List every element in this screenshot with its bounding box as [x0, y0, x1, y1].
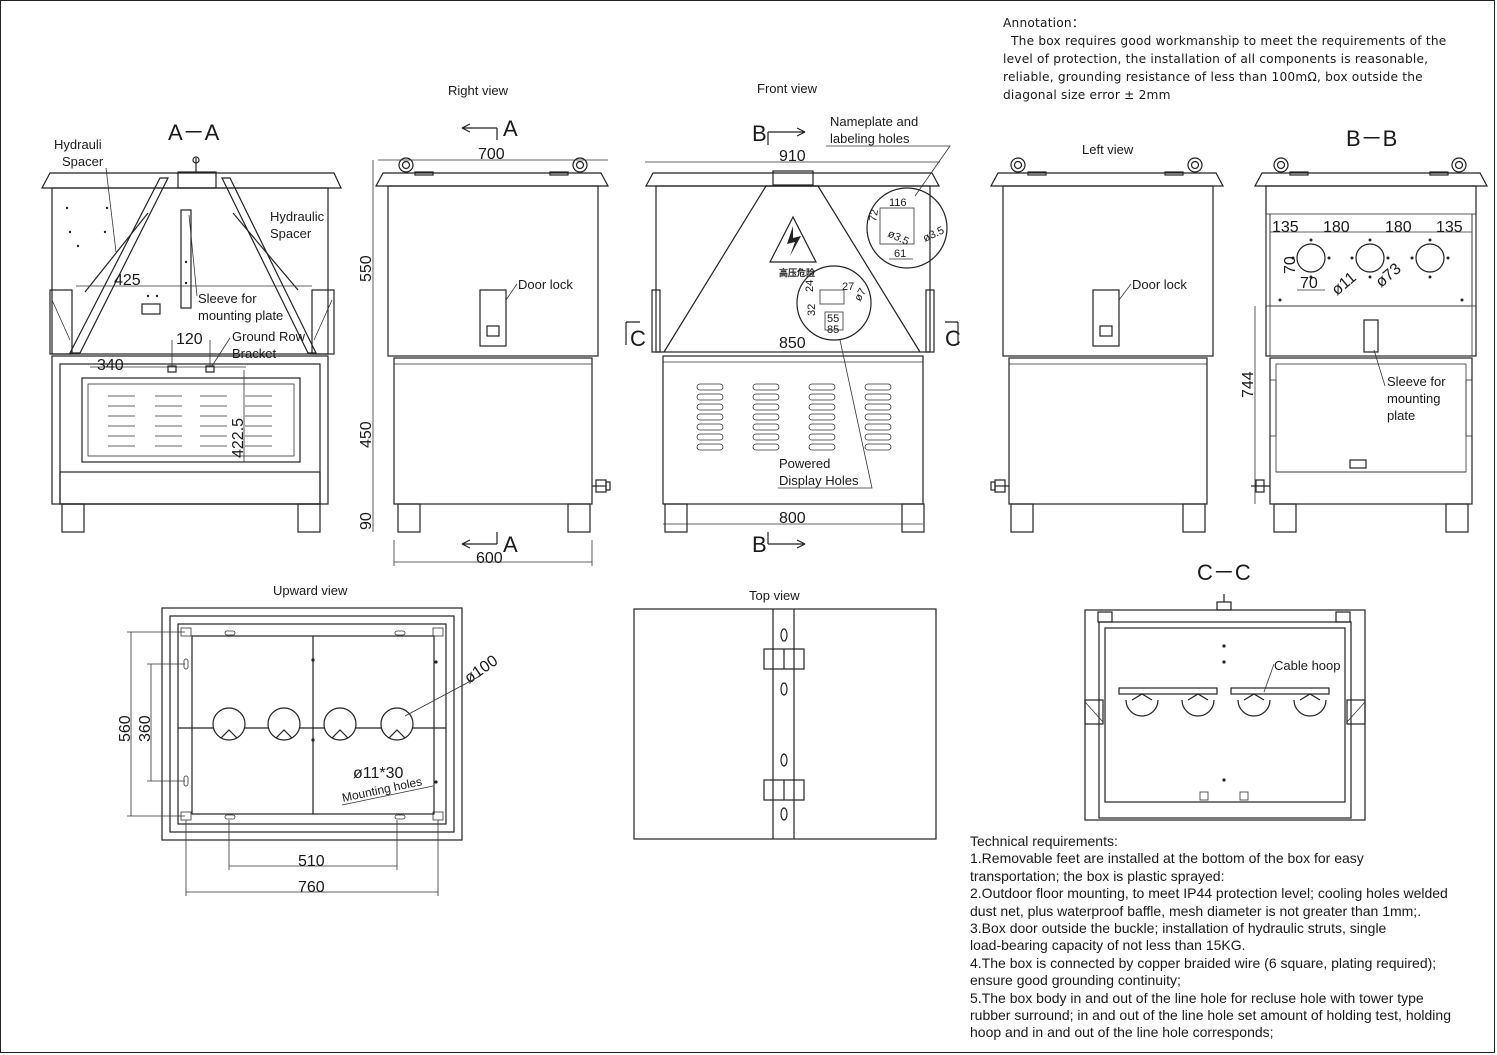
label-powered-2: Display Holes: [779, 473, 859, 488]
dim-upward-560: 560: [117, 715, 134, 742]
dim-bb-135a: 135: [1272, 219, 1299, 236]
dim-aa-425: 425: [114, 272, 141, 289]
right-view: Right view A 700 Door lock 550 450 90: [358, 83, 611, 567]
label-bb-sleeve-2: mounting: [1387, 391, 1440, 406]
dim-aa-340: 340: [97, 357, 124, 374]
annotation-title: Annotation：: [1003, 16, 1085, 30]
dim-right-700: 700: [478, 146, 505, 163]
tech-line: 1.Removable feet are installed at the bo…: [970, 850, 1364, 867]
tech-line: load-bearing capacity of not less than 1…: [970, 937, 1246, 954]
dim-np-72: 72: [867, 208, 881, 222]
label-cable-hoop: Cable hoop: [1274, 658, 1341, 673]
label-nameplate-1: Nameplate and: [830, 114, 918, 129]
tech-line: hoop and in and out of the line hole cor…: [970, 1024, 1274, 1041]
dim-bb-135b: 135: [1436, 219, 1463, 236]
label-ground-2: Bracket: [232, 346, 276, 361]
dim-right-450: 450: [358, 421, 375, 448]
label-sleeve-1: Sleeve for: [198, 291, 257, 306]
label-bb-sleeve-3: plate: [1387, 408, 1415, 423]
annotation-block: Annotation： The box requires good workma…: [1003, 14, 1473, 104]
dim-bb-70b: 70: [1300, 275, 1318, 292]
section-aa-view: A－A 425: [41, 120, 342, 533]
label-hydrauli-1: Hydrauli: [54, 137, 102, 152]
tech-line: 2.Outdoor floor mounting, to meet IP44 p…: [970, 885, 1448, 902]
upward-view: Upward view 560 360 ø100 ø11*30: [117, 583, 501, 896]
dim-np-35b: ø3.5: [921, 225, 946, 245]
section-bb-view: B－B 135 180 180 135 70 70 ø11 ø73: [1240, 126, 1489, 533]
tech-line: 4.The box is connected by copper braided…: [970, 954, 1437, 971]
upward-view-title: Upward view: [273, 583, 348, 598]
top-view: Top view: [633, 588, 937, 840]
section-mark-a-bottom: A: [503, 532, 518, 557]
label-hydrauli-2: Spacer: [62, 154, 104, 169]
dim-pd-85: 85: [827, 324, 839, 336]
section-mark-b-top: B: [752, 121, 767, 146]
annotation-body: The box requires good workmanship to mee…: [1003, 34, 1447, 102]
tech-line: rubber surround; in and out of the line …: [970, 1007, 1451, 1024]
section-mark-c-right: C: [945, 326, 961, 351]
dim-aa-120: 120: [176, 331, 203, 348]
dim-pd-32: 32: [806, 304, 818, 316]
dim-bb-70a: 70: [1282, 256, 1299, 274]
label-nameplate-2: labeling holes: [830, 131, 910, 146]
label-hydraulic-1: Hydraulic: [270, 209, 325, 224]
tech-title: Technical requirements:: [970, 833, 1118, 849]
tech-line: transportation; the box is plastic spray…: [970, 867, 1225, 884]
dim-np-35a: ø3.5: [886, 228, 911, 248]
dim-right-600: 600: [476, 550, 503, 567]
label-sleeve-2: mounting plate: [198, 308, 283, 323]
label-powered-1: Powered: [779, 456, 830, 471]
dim-np-61: 61: [894, 248, 906, 260]
dim-pd-27: 27: [842, 281, 854, 293]
dim-upward-510: 510: [298, 853, 325, 870]
dim-pd-24: 24: [804, 280, 816, 292]
left-view: Left view Door lock: [989, 142, 1225, 533]
tech-line: ensure good grounding continuity;: [970, 972, 1181, 989]
section-mark-b-bottom: B: [752, 532, 767, 557]
label-bb-sleeve-1: Sleeve for: [1387, 374, 1446, 389]
dim-upward-100: ø100: [462, 652, 502, 687]
dim-pd-7: ø7: [852, 286, 869, 303]
section-mark-a-top: A: [503, 116, 518, 141]
dim-bb-180a: 180: [1323, 219, 1350, 236]
dim-right-90: 90: [358, 512, 375, 530]
tech-line: dust net, plus waterproof baffle, mesh d…: [970, 902, 1422, 919]
dim-upward-760: 760: [298, 879, 325, 896]
dim-bb-73: ø73: [1373, 260, 1405, 291]
dim-np-116: 116: [889, 197, 907, 209]
tech-line: 3.Box door outside the buckle; installat…: [970, 920, 1387, 937]
dim-upward-360: 360: [137, 715, 154, 742]
front-view: Front view B 910 高压危险 116 72 ø3.5 ø3.5 6…: [625, 81, 961, 557]
technical-requirements: Technical requirements: 1.Removable feet…: [970, 833, 1480, 1042]
section-cc-title: C－C: [1197, 560, 1251, 585]
dim-pd-55: 55: [827, 313, 839, 325]
right-view-title: Right view: [448, 83, 509, 98]
tech-line: 5.The box body in and out of the line ho…: [970, 989, 1424, 1006]
dim-right-550: 550: [358, 255, 375, 282]
label-ground-1: Ground Row: [232, 329, 306, 344]
dim-front-910: 910: [779, 148, 806, 165]
section-cc-view: C－C Cable hoop: [1084, 560, 1366, 821]
front-view-title: Front view: [757, 81, 818, 96]
dim-bb-180b: 180: [1385, 219, 1412, 236]
left-door-lock-label: Door lock: [1132, 277, 1187, 292]
dim-upward-1130: ø11*30: [353, 765, 404, 782]
label-hydraulic-2: Spacer: [270, 226, 312, 241]
dim-front-850: 850: [779, 335, 806, 352]
high-voltage-sign-text: 高压危险: [779, 267, 816, 279]
section-mark-c-left: C: [630, 326, 646, 351]
dim-bb-11: ø11: [1329, 269, 1360, 299]
dim-front-800: 800: [779, 510, 806, 527]
section-aa-title: A－A: [168, 120, 220, 145]
dim-bb-744: 744: [1240, 371, 1257, 398]
left-view-title: Left view: [1082, 142, 1134, 157]
section-bb-title: B－B: [1346, 126, 1397, 151]
top-view-title: Top view: [749, 588, 800, 603]
right-door-lock-label: Door lock: [518, 277, 573, 292]
dim-aa-4225: 422.5: [230, 418, 247, 458]
